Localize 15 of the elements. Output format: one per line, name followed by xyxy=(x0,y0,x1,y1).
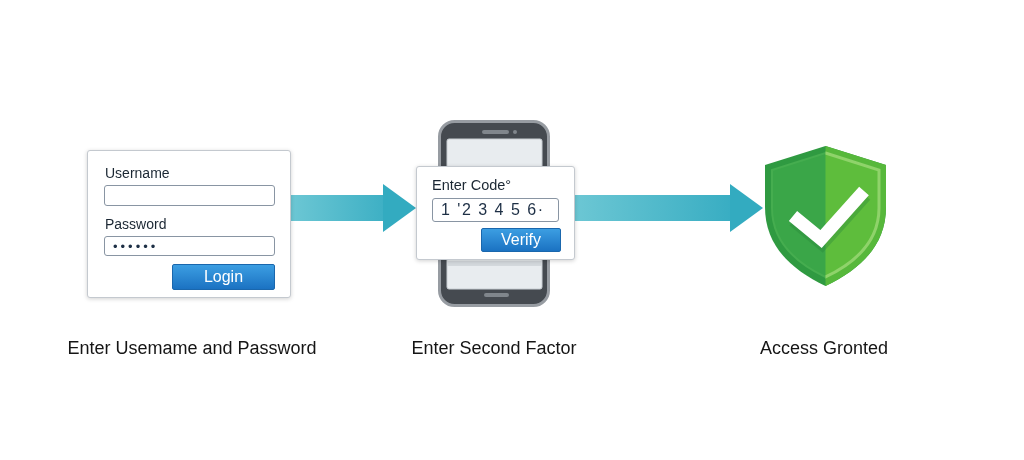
login-form xyxy=(87,150,291,298)
verification-dialog xyxy=(416,166,575,260)
field-label: Username xyxy=(105,164,170,182)
step-caption: Access Gronted xyxy=(759,337,889,359)
login-button: Login xyxy=(172,264,275,290)
code-field: 1 '2 3 4 5 6· xyxy=(432,198,559,222)
password-field: •••••• xyxy=(104,236,275,256)
step-caption: Enter Second Factor xyxy=(411,337,577,359)
shield-icon xyxy=(763,145,888,287)
step-caption: Enter Usemame and Password xyxy=(67,337,317,359)
arrow xyxy=(575,184,763,232)
verify-button: Verify xyxy=(481,228,561,252)
field-label: Enter Code° xyxy=(432,176,512,194)
arrow xyxy=(291,184,416,232)
field-label: Password xyxy=(105,215,167,233)
